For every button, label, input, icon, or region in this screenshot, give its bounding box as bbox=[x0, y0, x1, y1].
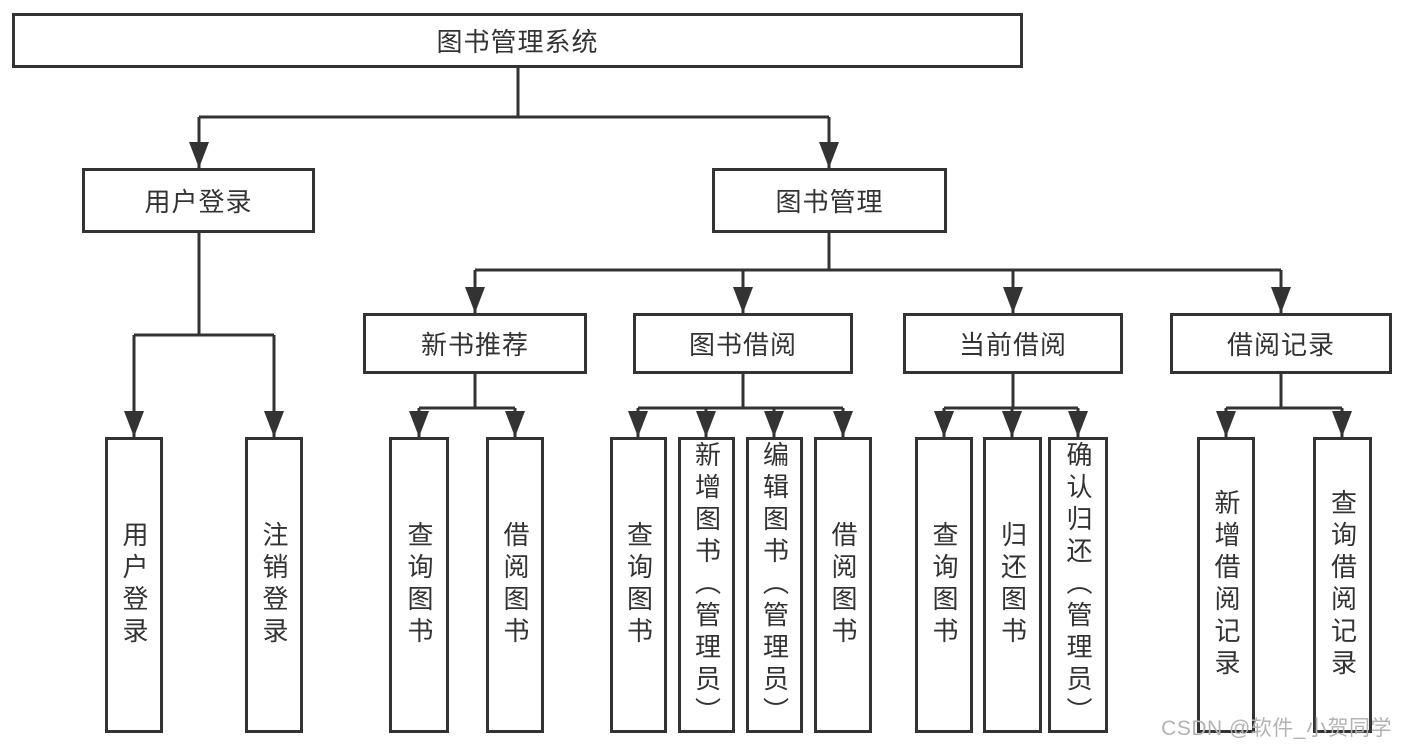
node-label: 图书管理系统 bbox=[436, 27, 599, 57]
node-label: 注销登录 bbox=[259, 521, 289, 649]
node-label: 新增借阅记录 bbox=[1211, 489, 1241, 681]
leaf-edit-books-admin: 编辑图书（管理员） bbox=[746, 437, 803, 733]
leaf-return-books: 归还图书 bbox=[983, 437, 1042, 733]
node-book-management: 图书管理 bbox=[712, 168, 947, 233]
node-label: 图书借阅 bbox=[688, 330, 797, 360]
node-book-borrow: 图书借阅 bbox=[633, 313, 853, 374]
leaf-add-books-admin: 新增图书（管理员） bbox=[678, 437, 735, 733]
node-label: 用户登录 bbox=[144, 187, 253, 217]
node-label: 查询图书 bbox=[404, 521, 434, 649]
node-label: 借阅图书 bbox=[828, 521, 858, 649]
leaf-query-books: 查询图书 bbox=[915, 437, 973, 733]
leaf-query-books: 查询图书 bbox=[610, 437, 667, 733]
node-label: 借阅记录 bbox=[1226, 330, 1335, 360]
node-label: 查询借阅记录 bbox=[1327, 489, 1358, 681]
leaf-query-books: 查询图书 bbox=[389, 437, 449, 733]
node-label: 借阅图书 bbox=[500, 521, 530, 649]
leaf-user-login: 用户登录 bbox=[105, 437, 163, 733]
node-system-root: 图书管理系统 bbox=[12, 13, 1023, 68]
leaf-borrow-books: 借阅图书 bbox=[814, 437, 872, 733]
csdn-watermark: CSDN @软件_小贺同学 bbox=[1161, 717, 1392, 740]
node-label: 当前借阅 bbox=[958, 330, 1067, 360]
node-label: 查询图书 bbox=[929, 521, 959, 649]
node-user-login: 用户登录 bbox=[82, 168, 315, 233]
node-borrow-records: 借阅记录 bbox=[1170, 313, 1392, 374]
node-label: 用户登录 bbox=[119, 521, 149, 649]
node-current-borrow: 当前借阅 bbox=[903, 313, 1123, 374]
node-label: 新增图书（管理员） bbox=[691, 441, 722, 729]
leaf-borrow-books: 借阅图书 bbox=[486, 437, 544, 733]
node-new-book-recommend: 新书推荐 bbox=[363, 313, 587, 374]
node-label: 确认归还（管理员） bbox=[1063, 441, 1093, 729]
leaf-add-borrow-record: 新增借阅记录 bbox=[1197, 437, 1255, 733]
node-label: 编辑图书（管理员） bbox=[759, 441, 790, 729]
leaf-confirm-return-admin: 确认归还（管理员） bbox=[1048, 437, 1108, 733]
node-label: 图书管理 bbox=[775, 187, 884, 217]
leaf-logout: 注销登录 bbox=[245, 437, 303, 733]
node-label: 查询图书 bbox=[623, 521, 654, 649]
leaf-query-borrow-record: 查询借阅记录 bbox=[1313, 437, 1372, 733]
node-label: 新书推荐 bbox=[420, 330, 529, 360]
node-label: 归还图书 bbox=[997, 521, 1028, 649]
